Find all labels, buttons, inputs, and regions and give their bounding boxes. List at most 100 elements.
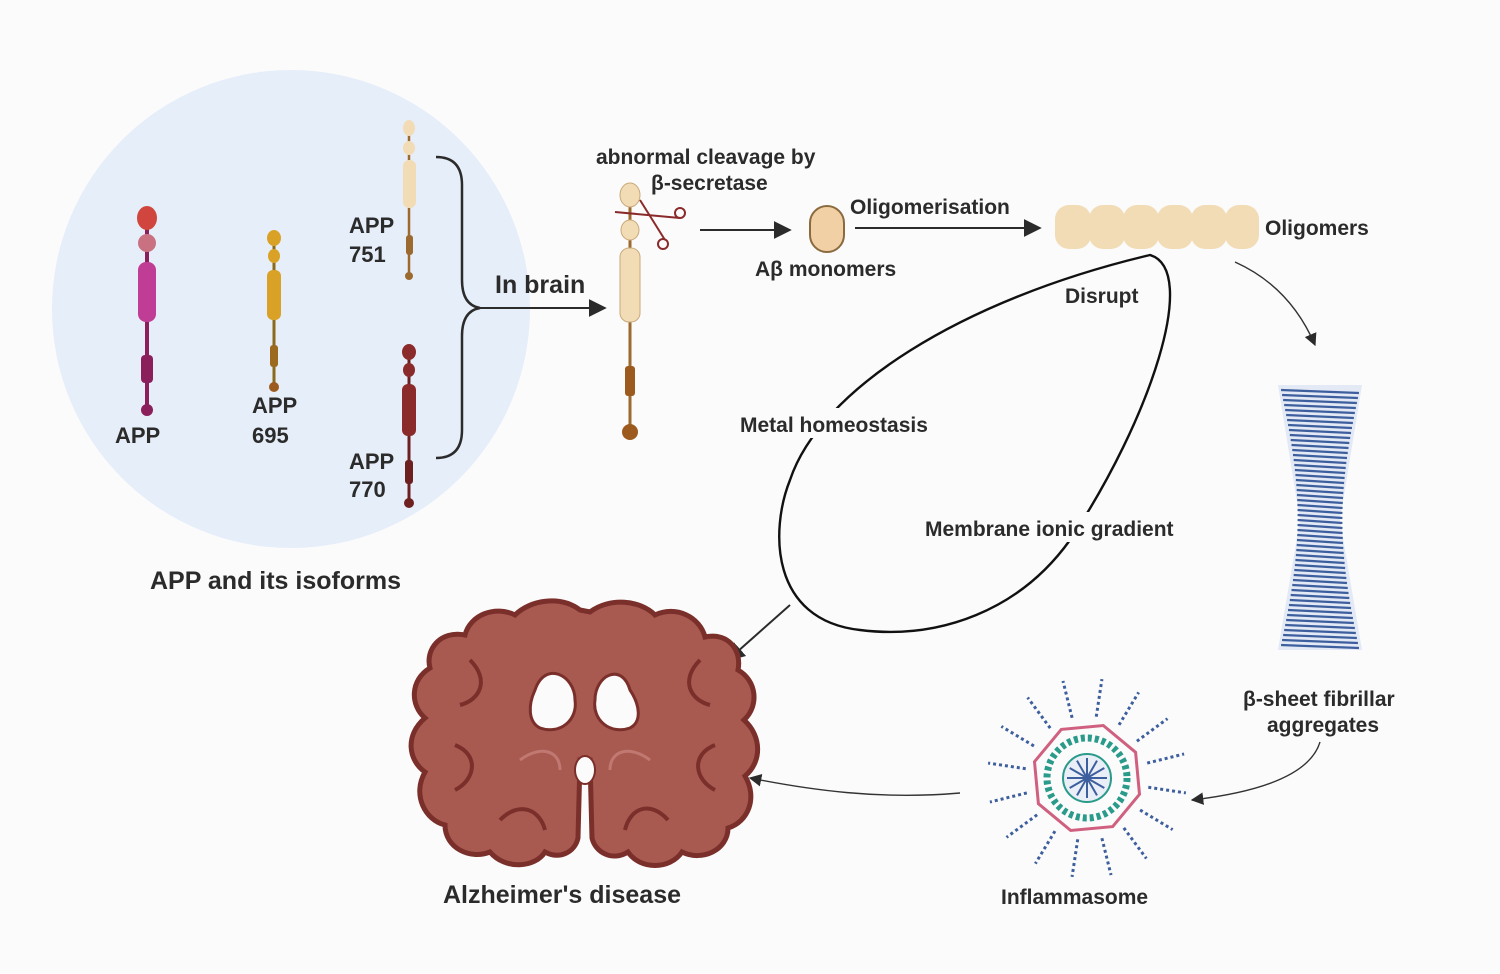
fibril-strand: [1296, 483, 1344, 490]
app695-molecule: [267, 230, 281, 392]
inflammasome-spoke: [1136, 717, 1169, 743]
fibril-strand: [1287, 423, 1353, 430]
oligomerisation-label: Oligomerisation: [850, 196, 1010, 219]
fibril-strand: [1281, 388, 1359, 395]
fibril-strand: [1292, 583, 1348, 590]
inflammasome-spoke: [1000, 725, 1035, 748]
fibril-strand: [1291, 443, 1349, 450]
fibril-strand: [1287, 608, 1353, 615]
metal-homeostasis-label: Metal homeostasis: [740, 414, 928, 437]
fibrils-label-line1: β-sheet fibrillar: [1243, 688, 1395, 711]
fibril-strand: [1286, 413, 1354, 420]
fibril-strand: [1287, 613, 1353, 620]
fibril-strand: [1292, 578, 1348, 585]
app770-molecule: [402, 344, 416, 508]
fibril-strand: [1291, 588, 1349, 595]
fibril-strand: [1293, 458, 1347, 465]
app770-label-line1: APP: [349, 449, 394, 474]
inflammasome-spoke: [1061, 680, 1074, 719]
fibril-strand: [1295, 558, 1345, 565]
disrupt-loop: [778, 253, 1172, 634]
fibril-strand: [1288, 603, 1352, 610]
fibril-strand: [1295, 478, 1345, 485]
fibril-strand: [1281, 643, 1359, 650]
isoforms-group-label: APP and its isoforms: [150, 567, 401, 595]
fibril-strand: [1296, 543, 1344, 550]
fibril-strand: [1289, 433, 1351, 440]
app770-label-line2: 770: [349, 477, 386, 502]
fibril-strand: [1295, 473, 1345, 480]
inflammasome-inner-ray: [1086, 777, 1105, 789]
fibril-strand: [1284, 628, 1356, 635]
app-label: APP: [115, 423, 160, 448]
fibril-strand: [1297, 513, 1343, 520]
inflammasome-spoke: [1005, 813, 1038, 839]
fibril-strand: [1293, 573, 1347, 580]
inflammasome-spoke: [1100, 837, 1113, 876]
fibril-strand: [1284, 403, 1356, 410]
fibril-to-inflammasome-arrow: [1190, 741, 1321, 805]
fibril-strand: [1297, 508, 1343, 515]
fibril-strand: [1297, 523, 1343, 530]
inflammasome-inner-ray: [1069, 767, 1088, 779]
fibril-strand: [1283, 398, 1357, 405]
isoform-group-circle: [52, 70, 530, 548]
fibril-strand: [1297, 518, 1343, 525]
fibril-strand: [1294, 563, 1346, 570]
fibril-strand: [1296, 548, 1344, 555]
disease-label: Alzheimer's disease: [443, 881, 681, 909]
fibril-strand: [1292, 448, 1348, 455]
fibril-strand: [1288, 428, 1352, 435]
fibril-strand: [1287, 418, 1353, 425]
fibril-strand: [1296, 538, 1344, 545]
inflammasome-spoke: [987, 761, 1026, 771]
inflammasome-spoke: [1139, 808, 1174, 831]
app695-label-line2: 695: [252, 423, 289, 448]
membrane-gradient-label: Membrane ionic gradient: [925, 518, 1174, 541]
inflammasome-label: Inflammasome: [1001, 886, 1148, 909]
inflammasome-inner-ray: [1086, 767, 1105, 779]
fibril-strand: [1286, 618, 1354, 625]
app751-label-line1: APP: [349, 213, 394, 238]
inflammasome-spoke: [1146, 752, 1185, 765]
fibril-strand: [1289, 598, 1351, 605]
inflammasome-spoke: [989, 791, 1028, 804]
disrupt-label: Disrupt: [1065, 285, 1139, 308]
inflammasome-inner-ray: [1086, 777, 1098, 796]
membrane-label-bg: [920, 512, 1210, 542]
fibril-icon: [1278, 385, 1362, 650]
fibril-strand: [1290, 593, 1350, 600]
inflammasome-spoke: [1117, 691, 1140, 726]
scissors-icon: [614, 199, 686, 250]
app751-molecule: [403, 120, 416, 280]
fibril-strand: [1296, 493, 1344, 500]
cleaved-app-molecule: [619, 182, 641, 440]
fibril-strand: [1297, 528, 1343, 535]
in-brain-label: In brain: [495, 271, 585, 299]
fibril-strand: [1297, 533, 1343, 540]
app-molecule: [137, 206, 157, 416]
metal-label-bg: [735, 408, 955, 438]
inflammasome-to-brain-arrow: [748, 774, 961, 796]
inflammasome-icon: [987, 678, 1187, 878]
fibril-strand: [1294, 568, 1346, 575]
fibril-strand: [1295, 553, 1345, 560]
inflammasome-spoke: [1122, 827, 1148, 860]
monomers-label: Aβ monomers: [755, 258, 896, 281]
fibril-strand: [1282, 393, 1358, 400]
fibril-strand: [1282, 638, 1358, 645]
inflammasome-inner-ray: [1086, 760, 1098, 779]
inflammasome-spoke: [1148, 785, 1187, 795]
cleavage-label-line2: β-secretase: [651, 172, 768, 195]
inflammasome-inner-ray: [1076, 777, 1088, 796]
inflammasome-spoke: [1034, 830, 1057, 865]
brain-icon: [408, 598, 761, 868]
fibril-strand: [1285, 623, 1355, 630]
inflammasome-spoke: [1070, 839, 1080, 878]
fibril-strand: [1297, 503, 1343, 510]
fibril-strand: [1297, 498, 1343, 505]
abeta-monomer: [809, 205, 845, 253]
fibril-strand: [1296, 488, 1344, 495]
